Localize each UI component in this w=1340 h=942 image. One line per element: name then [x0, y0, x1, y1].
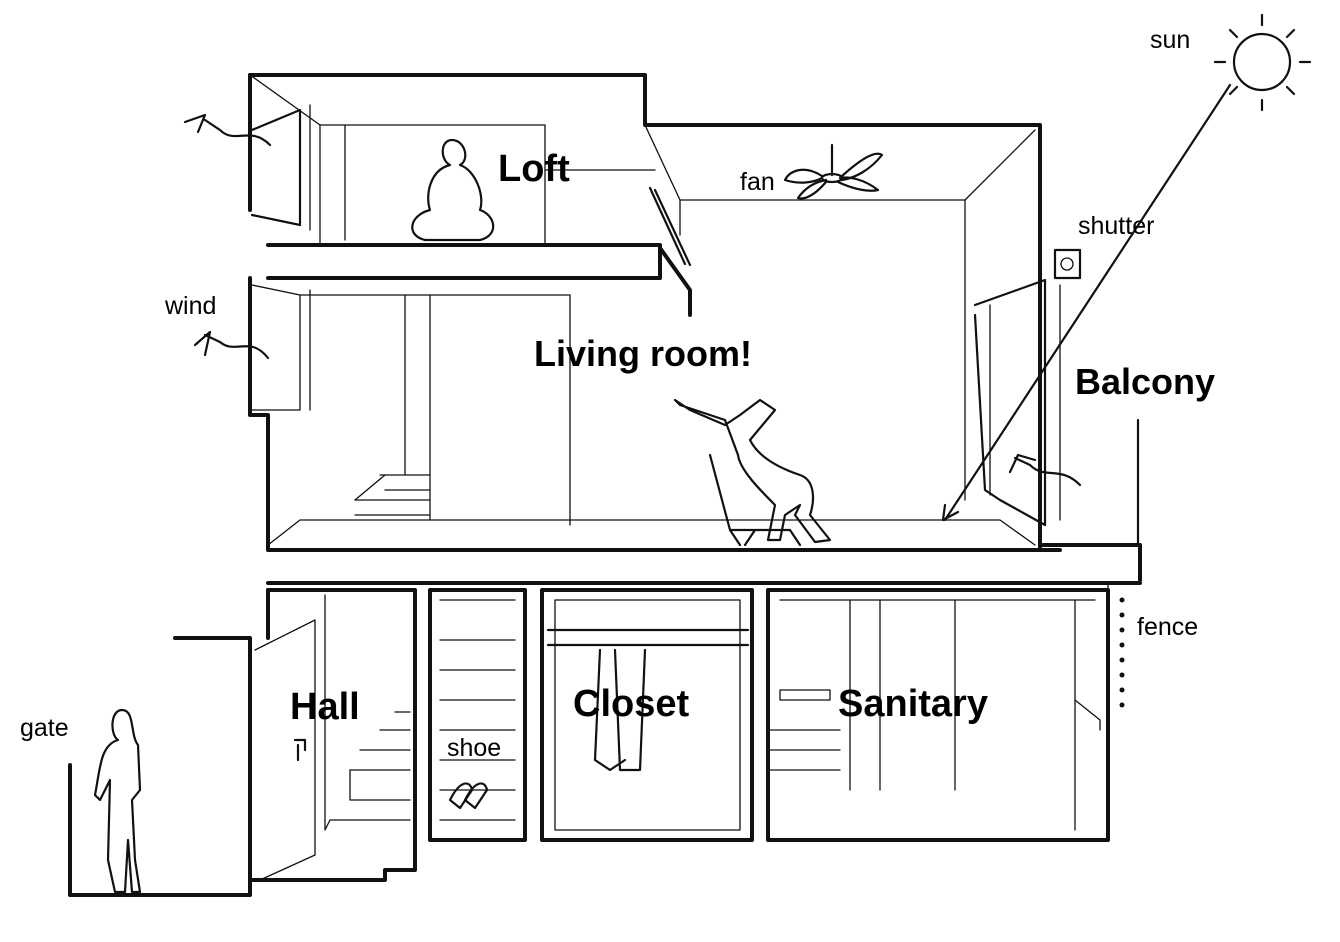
- balcony-structure: [266, 418, 1142, 585]
- meditating-person-icon: [411, 138, 495, 242]
- gate-label: gate: [20, 714, 69, 742]
- shoe-icon: [448, 782, 489, 810]
- wind-arrows: [183, 113, 1082, 487]
- closet-label: Closet: [573, 683, 690, 725]
- loft-label: Loft: [498, 148, 570, 190]
- sanitary-label: Sanitary: [838, 683, 988, 725]
- sun-label: sun: [1150, 26, 1191, 54]
- balcony-label: Balcony: [1075, 361, 1216, 402]
- fan-label: fan: [740, 168, 775, 196]
- living-room-structure: [248, 83, 1232, 552]
- shoe-label: shoe: [447, 734, 502, 762]
- standing-person-icon: [93, 708, 142, 894]
- hall-label: Hall: [290, 686, 360, 728]
- wind-label: wind: [165, 292, 217, 320]
- fence-label: fence: [1137, 613, 1199, 641]
- cheering-person-icon: [673, 398, 832, 547]
- loft-structure: [248, 73, 1042, 552]
- door-handle-icon: [293, 738, 307, 762]
- living-room-label: Living room!: [534, 333, 752, 374]
- sun-icon: [1213, 13, 1312, 112]
- ground-floor-structure: [68, 582, 1110, 897]
- fence-dots: [1119, 597, 1125, 708]
- ceiling-fan-icon: [783, 143, 884, 200]
- shutter-label: shutter: [1078, 212, 1155, 240]
